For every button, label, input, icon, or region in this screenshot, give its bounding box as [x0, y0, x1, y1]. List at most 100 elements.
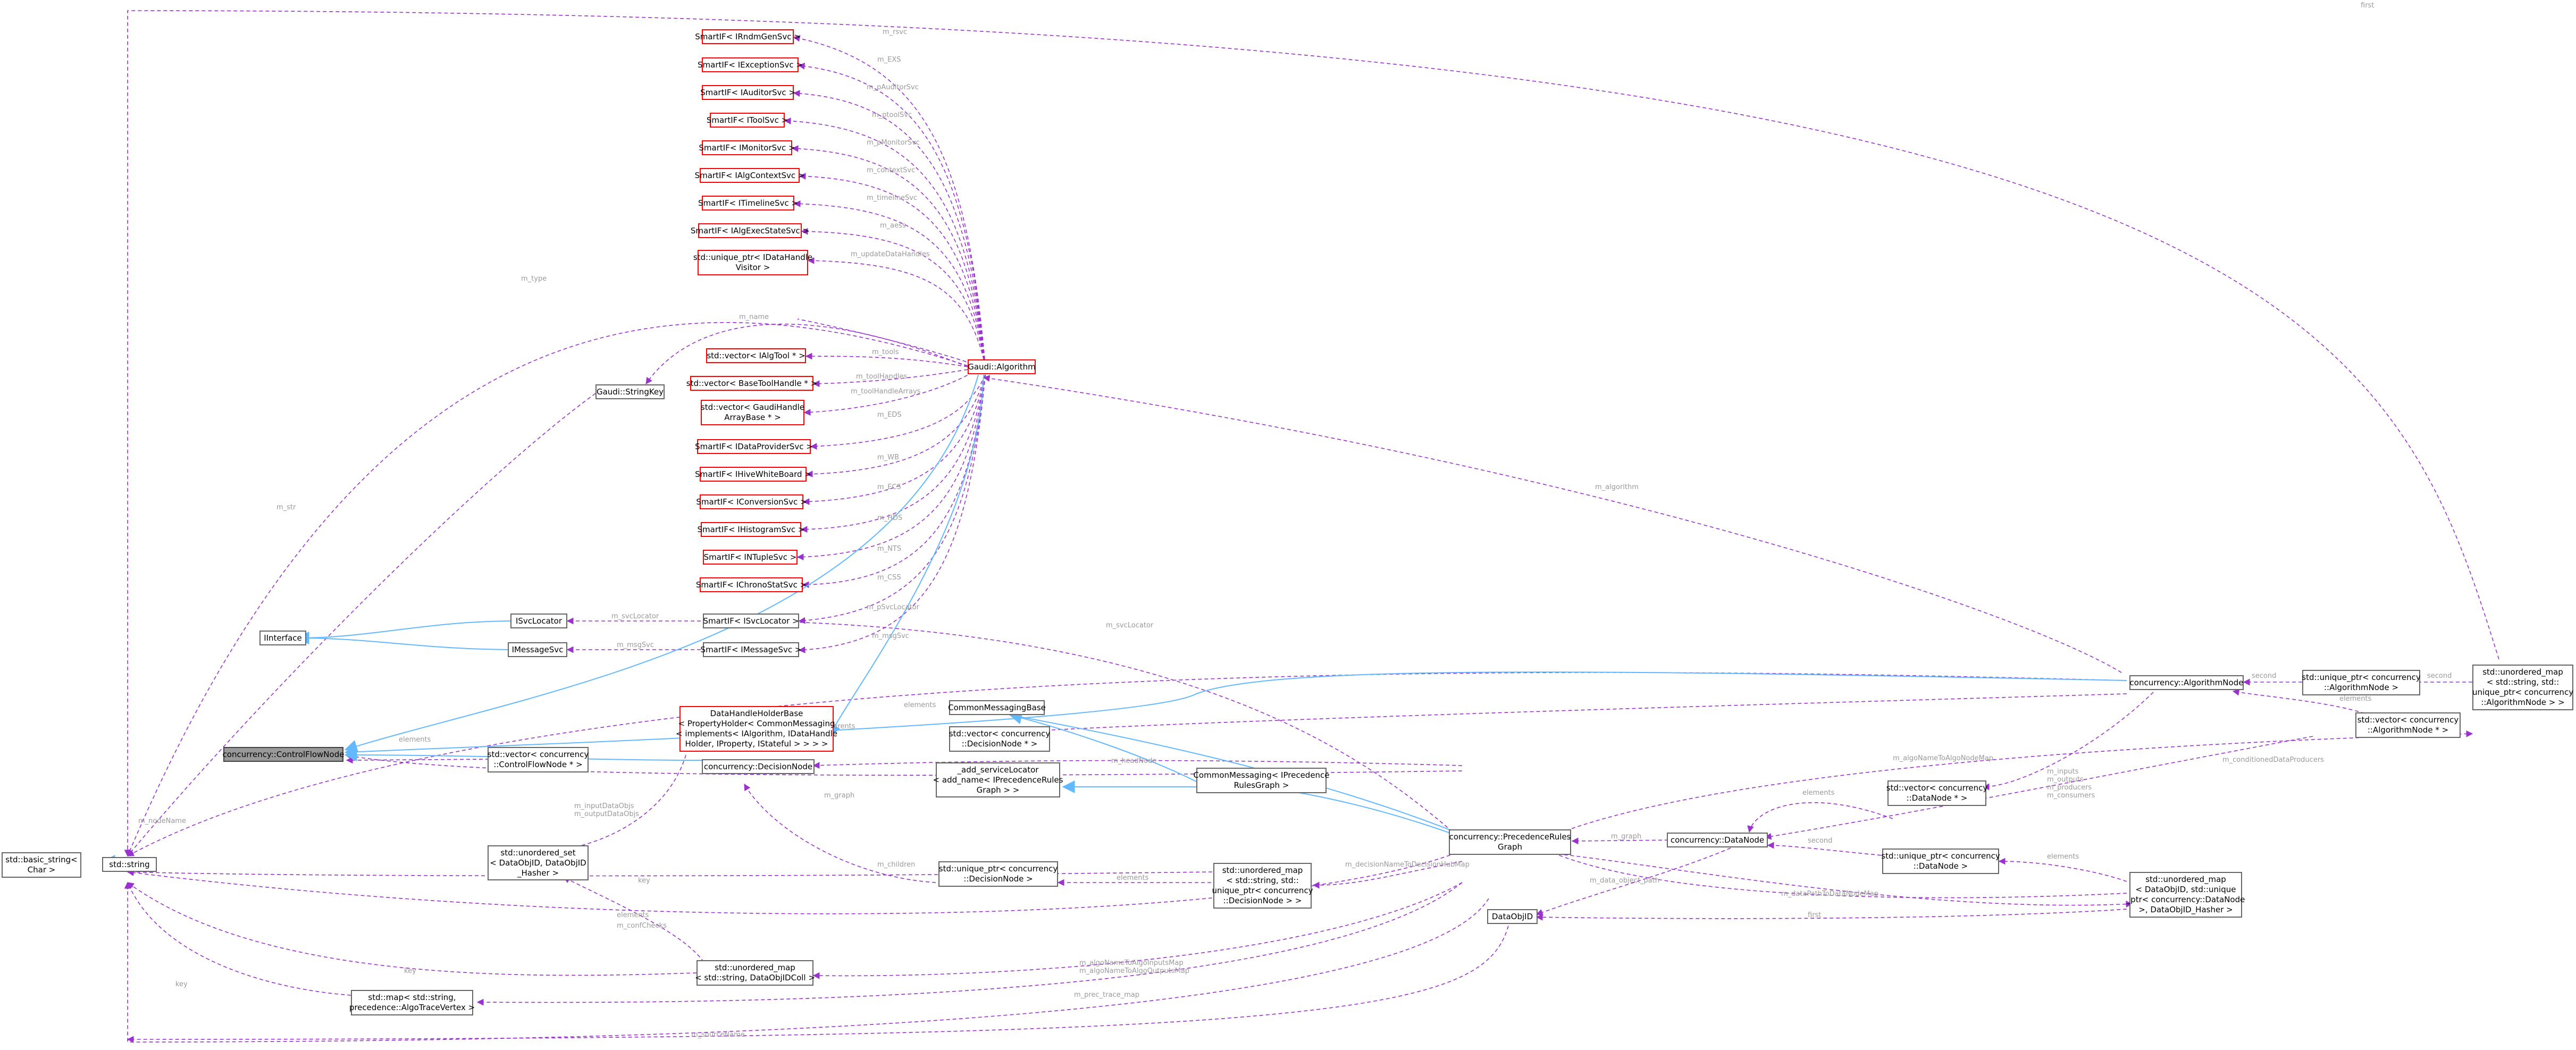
edge-label-m-graph: m_graph [824, 792, 854, 800]
node-smartif-ialgcontextsvc[interactable]: SmartIF< IAlgContextSvc > [695, 168, 804, 183]
edge-label-elements-vector-datanode: elements [1802, 789, 1835, 797]
node-vector-ialgtool[interactable]: std::vector< IAlgTool * > [706, 348, 806, 363]
node-unique-ptr-datanode[interactable]: std::unique_ptr< concurrency ::DataNode … [1881, 849, 2000, 874]
node-datanode[interactable]: concurrency::DataNode [1667, 833, 1768, 847]
node-vector-datanode[interactable]: std::vector< concurrency ::DataNode * > [1886, 780, 1987, 806]
node-algorithmnode[interactable]: concurrency::AlgorithmNode [2129, 675, 2244, 690]
edge-label-elements-cfn: elements [399, 736, 431, 744]
node-unique-ptr-algorithmnode[interactable]: std::unique_ptr< concurrency ::Algorithm… [2302, 670, 2421, 695]
edge-m-timelinesvc [793, 200, 986, 366]
node-controlflownode[interactable]: concurrency::ControlFlowNode [223, 747, 344, 762]
edge-m-children [744, 783, 936, 883]
edge-m-wb [805, 374, 986, 478]
node-add-servicelocator[interactable]: _add_serviceLocator < add_name< IPrecede… [933, 762, 1063, 797]
inherit-algorithm-datahandleholder [828, 374, 984, 738]
node-precedencerulesgraph[interactable]: concurrency::PrecedenceRules Graph [1449, 829, 1571, 855]
node-commonmessaging-iprecedence[interactable]: CommonMessaging< IPrecedence RulesGraph … [1193, 768, 1330, 793]
edge-label-elements-dataobjid: elements [617, 911, 649, 919]
node-vector-gaudihandlearraybase[interactable]: std::vector< GaudiHandle ArrayBase * > [701, 400, 804, 425]
node-decisionnode[interactable]: concurrency::DecisionNode [702, 759, 815, 774]
node-smartif-isvclocator[interactable]: SmartIF< ISvcLocator > [703, 614, 799, 628]
node-smartif-ichronostatsvc[interactable]: SmartIF< IChronoStatSvc > [696, 577, 807, 592]
node-gaudi-stringkey[interactable]: Gaudi::StringKey [595, 384, 665, 399]
edge-elements-vector-datanode [1747, 802, 1893, 833]
node-smartif-iauditorsvc[interactable]: SmartIF< IAuditorSvc > [700, 85, 795, 100]
node-map-algtracevertex[interactable]: std::map< std::string, precedence::AlgoT… [349, 990, 475, 1015]
edge-label-m-exs: m_EXS [877, 56, 901, 64]
inherit-commonmsg-base [1009, 711, 1197, 782]
node-smartif-imessagesvc[interactable]: SmartIF< IMessageSvc > [701, 642, 801, 657]
inherit-isvclocator-iinterface [296, 620, 516, 644]
edge-label-m-algonametoalgonodemap: m_algoNameToAlgoNodeMap [1893, 754, 1993, 762]
node-unique-ptr-idatahandlevisitor[interactable]: std::unique_ptr< IDataHandle Visitor > [693, 250, 812, 275]
node-smartif-ihistogramsvc[interactable]: SmartIF< IHistogramSvc > [698, 522, 805, 537]
edge-m-inputdataobjs [563, 754, 686, 852]
node-smartif-imonitorsvc[interactable]: SmartIF< IMonitorSvc > [699, 140, 795, 155]
node-commonmessagingbase[interactable]: CommonMessagingBase [948, 700, 1046, 715]
edge-label-m-data-object-path: m_data_object_path [1590, 877, 1659, 885]
node-iinterface[interactable]: IInterface [259, 631, 306, 645]
edge-label-m-name: m_name [739, 313, 769, 321]
node-unordered-map-datanode[interactable]: std::unordered_map < DataObjID, std::uni… [2127, 872, 2245, 918]
edge-label-m-decisionmap: m_decisionNameToDecisionHubMap [1345, 861, 1470, 869]
node-unordered-set-dataobjid[interactable]: std::unordered_set < DataObjID, DataObjI… [488, 845, 589, 880]
node-gaudi-algorithm[interactable]: Gaudi::Algorithm [968, 359, 1036, 374]
edge-label-second-algmap: second [2427, 672, 2452, 680]
edge-label-elements-vector-decision: elements [904, 701, 936, 709]
node-smartif-iconversionsvc[interactable]: SmartIF< IConversionSvc > [696, 494, 807, 509]
node-unordered-map-algorithmnode[interactable]: std::unordered_map < std::string, std:: … [2472, 665, 2573, 710]
node-smartif-irndmgensvc[interactable]: SmartIF< IRndmGenSvc > [695, 29, 801, 44]
edge-elements-vector-algnode [2232, 688, 2377, 718]
edge-label-m-wb: m_WB [877, 453, 899, 461]
node-std-string[interactable]: std::string [102, 857, 157, 872]
edge-label-m-msgsvc: m_msgSvc [872, 632, 909, 640]
node-isvclocator[interactable]: ISvcLocator [510, 614, 567, 628]
node-vector-basetoolhandle[interactable]: std::vector< BaseToolHandle * > [686, 376, 817, 391]
node-smartif-ihivewhiteboard[interactable]: SmartIF< IHiveWhiteBoard > [695, 467, 811, 482]
edge-label-m-nodename: m_nodeName [138, 817, 186, 825]
node-dataobjid[interactable]: DataObjID [1487, 909, 1538, 924]
edge-label-elements-unique-datanode: elements [2047, 853, 2079, 861]
edge-elements-unique-datanode [1998, 858, 2127, 882]
node-vector-decisionnode[interactable]: std::vector< concurrency ::DecisionNode … [949, 726, 1050, 752]
edge-m-pmonitorsvc [791, 145, 986, 366]
edge-m-sourcename [127, 919, 1511, 1043]
edge-label-key-map: key [175, 980, 188, 988]
node-basic-string[interactable]: std::basic_string< Char > [2, 852, 81, 878]
edge-m-contextsvc [799, 173, 986, 366]
node-datahandleholderbase[interactable]: DataHandleHolderBase < PropertyHolder< C… [676, 706, 837, 752]
inherit-graph-commonmsgbase [1009, 711, 1463, 835]
node-unordered-map-dataobjidcoll[interactable]: std::unordered_map < std::string, DataOb… [695, 960, 815, 986]
edge-label-m-graph-datanode: m_graph [1611, 833, 1641, 841]
edge-label-m-rsvc: m_rsvc [883, 28, 907, 36]
node-smartif-itimelinesvc[interactable]: SmartIF< ITimelineSvc > [698, 196, 798, 211]
node-vector-algorithmnode[interactable]: std::vector< concurrency ::AlgorithmNode… [2355, 712, 2461, 738]
edge-label-m-aess: m_aess [880, 222, 906, 230]
edge-m-nts [796, 374, 986, 561]
node-vector-controlflownode[interactable]: std::vector< concurrency ::ControlFlowNo… [488, 747, 589, 772]
edge-m-headnode2 [124, 881, 1489, 1043]
node-imessagesvc[interactable]: IMessageSvc [508, 642, 567, 657]
edge-m-svclocator-graph [791, 619, 1463, 841]
edge-label-m-confchecks: m_confChecks [617, 922, 667, 930]
edge-m-exs [798, 62, 986, 366]
edge-label-m-svclocator: m_svcLocator [611, 612, 659, 620]
node-smartif-iexceptionsvc[interactable]: SmartIF< IExceptionSvc > [698, 57, 803, 72]
node-unordered-map-decisionnode[interactable]: std::unordered_map < std::string, std:: … [1212, 863, 1313, 909]
edge-label-key-unordered-map: key [404, 967, 416, 975]
node-smartif-intuplesvc[interactable]: SmartIF< INTupleSvc > [703, 550, 798, 565]
edge-m-prec-trace-map [476, 882, 1463, 1006]
edge-m-toolhandlearrays [803, 372, 974, 416]
node-smartif-idataprovidersvc[interactable]: SmartIF< IDataProviderSvc > [695, 439, 813, 454]
node-unique-ptr-decisionnode[interactable]: std::unique_ptr< concurrency ::DecisionN… [938, 861, 1058, 887]
edge-label-elements-decision: elements [1117, 874, 1149, 882]
edge-m-msgsvc [798, 374, 986, 653]
edge-label-m-timelinesvc: m_timelineSvc [867, 194, 917, 202]
node-smartif-itoolsvc[interactable]: SmartIF< IToolSvc > [707, 113, 788, 128]
node-smartif-ialgexecstatesvc[interactable]: SmartIF< IAlgExecStateSvc > [691, 223, 809, 238]
